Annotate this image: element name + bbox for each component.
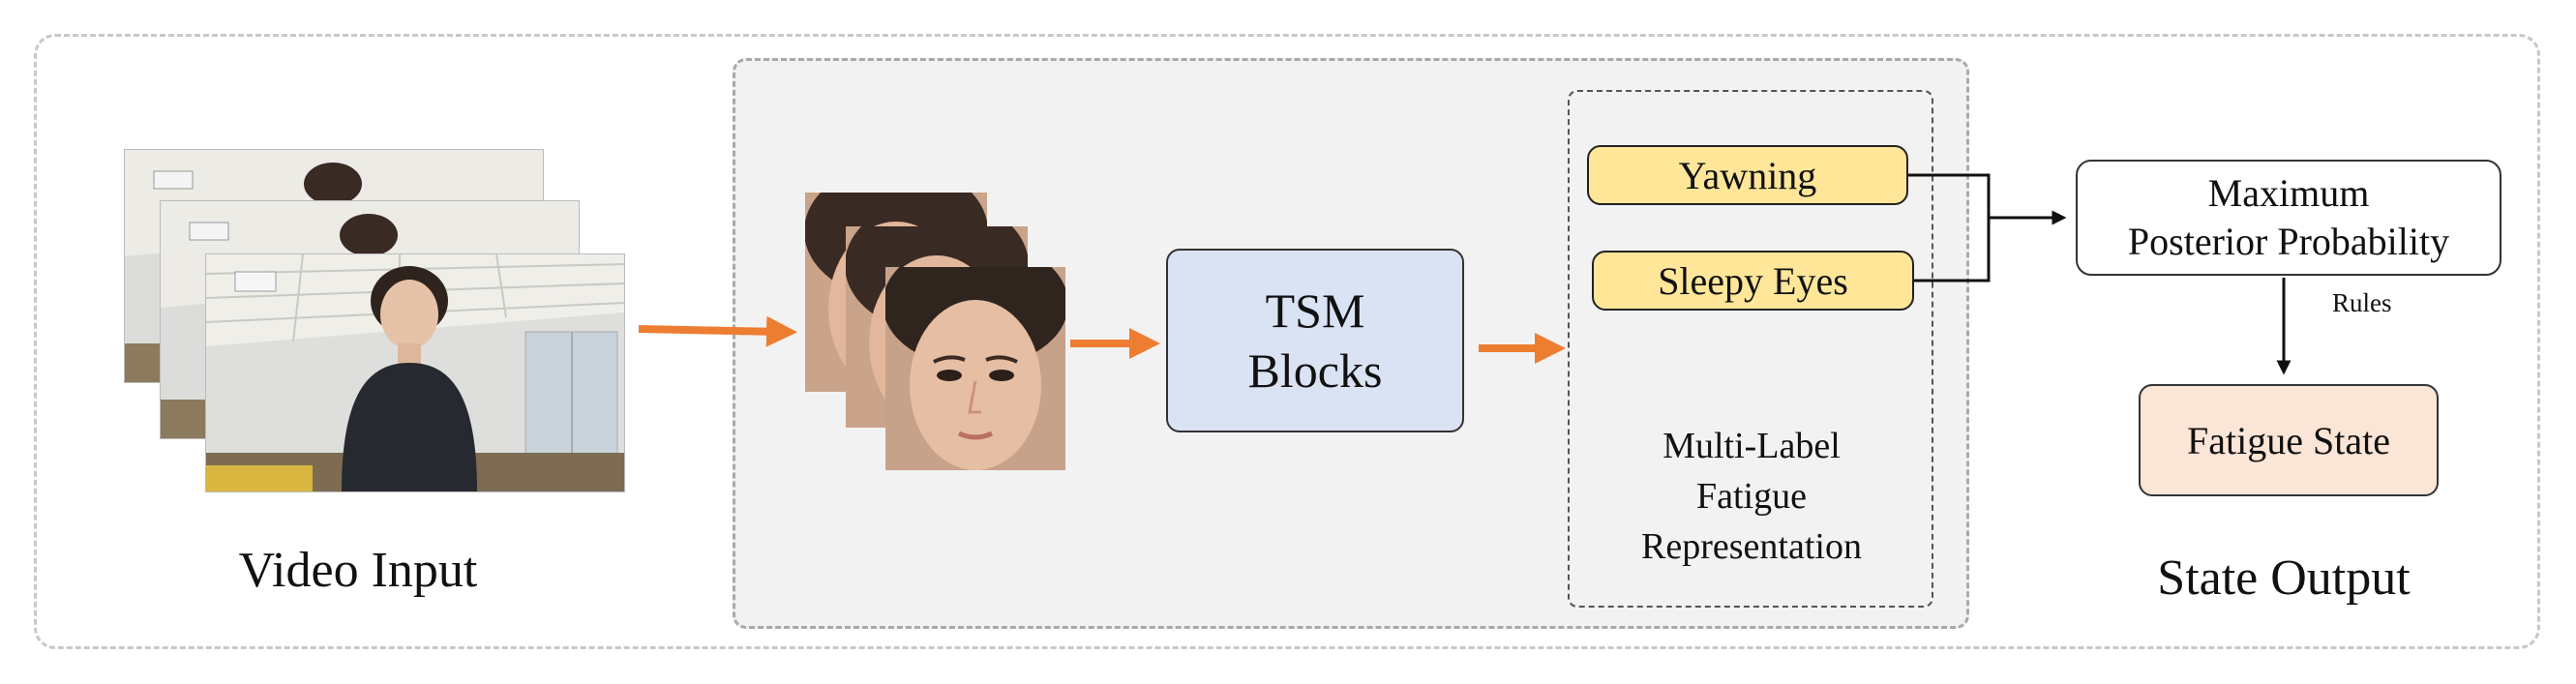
face-photo-front <box>885 267 1065 470</box>
tsm-blocks-line2: Blocks <box>1247 343 1383 398</box>
max-posterior-box: Maximum Posterior Probability <box>2076 160 2501 276</box>
label-sleepy-eyes-text: Sleepy Eyes <box>1658 258 1848 303</box>
fatigue-state-text: Fatigue State <box>2187 418 2390 462</box>
state-output-label: State Output <box>2157 550 2411 606</box>
rules-label: Rules <box>2332 288 2392 317</box>
multi-label-box <box>1568 90 1933 608</box>
face-crop-front <box>885 267 1065 470</box>
multi-label-line1: Multi-Label <box>1662 426 1841 466</box>
multi-label-line2: Fatigue <box>1696 476 1807 517</box>
outer-frame <box>34 34 2540 649</box>
label-yawning: Yawning <box>1587 145 1908 205</box>
max-posterior-line2: Posterior Probability <box>2127 220 2450 263</box>
label-yawning-text: Yawning <box>1678 153 1817 197</box>
label-sleepy-eyes: Sleepy Eyes <box>1592 251 1914 311</box>
video-frame-front <box>205 253 625 492</box>
max-posterior-line1: Maximum <box>2207 171 2370 215</box>
arrow-video-to-faces <box>638 315 797 347</box>
tsm-blocks: TSM Blocks <box>1166 249 1464 432</box>
multi-label-line3: Representation <box>1641 526 1862 567</box>
classroom-photo-front <box>206 254 624 491</box>
multi-label-representation: Multi-Label Fatigue Representation <box>1587 421 1916 572</box>
connector-yawning <box>1908 173 1991 283</box>
video-input-label: Video Input <box>238 543 478 598</box>
tsm-blocks-line1: TSM <box>1265 283 1365 338</box>
fatigue-state-box: Fatigue State <box>2139 384 2439 496</box>
